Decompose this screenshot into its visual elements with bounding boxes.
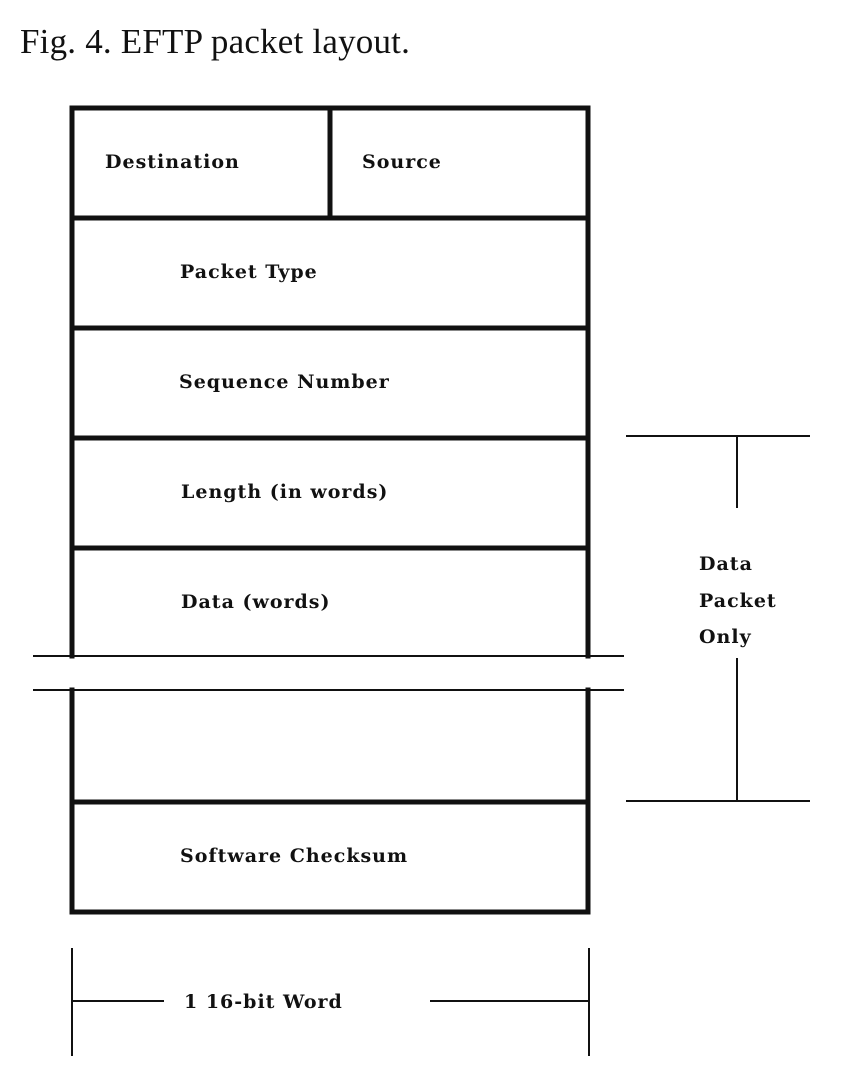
figure-caption: Fig. 4. EFTP packet layout. bbox=[20, 22, 411, 61]
data-break-marks bbox=[33, 655, 624, 691]
data-packet-only-line-3: Only bbox=[699, 626, 752, 648]
data-packet-only-line-1: Data bbox=[699, 553, 753, 575]
word-width-dimension bbox=[71, 948, 590, 1056]
data-packet-only-line-2: Packet bbox=[699, 590, 777, 612]
field-source: Source bbox=[362, 151, 442, 173]
field-data: Data (words) bbox=[181, 591, 331, 613]
field-packet-type: Packet Type bbox=[180, 261, 318, 283]
data-packet-only-bracket bbox=[626, 435, 810, 802]
field-software-checksum: Software Checksum bbox=[180, 845, 408, 867]
field-destination: Destination bbox=[105, 151, 240, 173]
word-width-label: 1 16-bit Word bbox=[184, 991, 343, 1013]
packet-frame bbox=[69, 105, 591, 915]
field-length: Length (in words) bbox=[181, 481, 388, 503]
field-sequence-number: Sequence Number bbox=[179, 371, 390, 393]
